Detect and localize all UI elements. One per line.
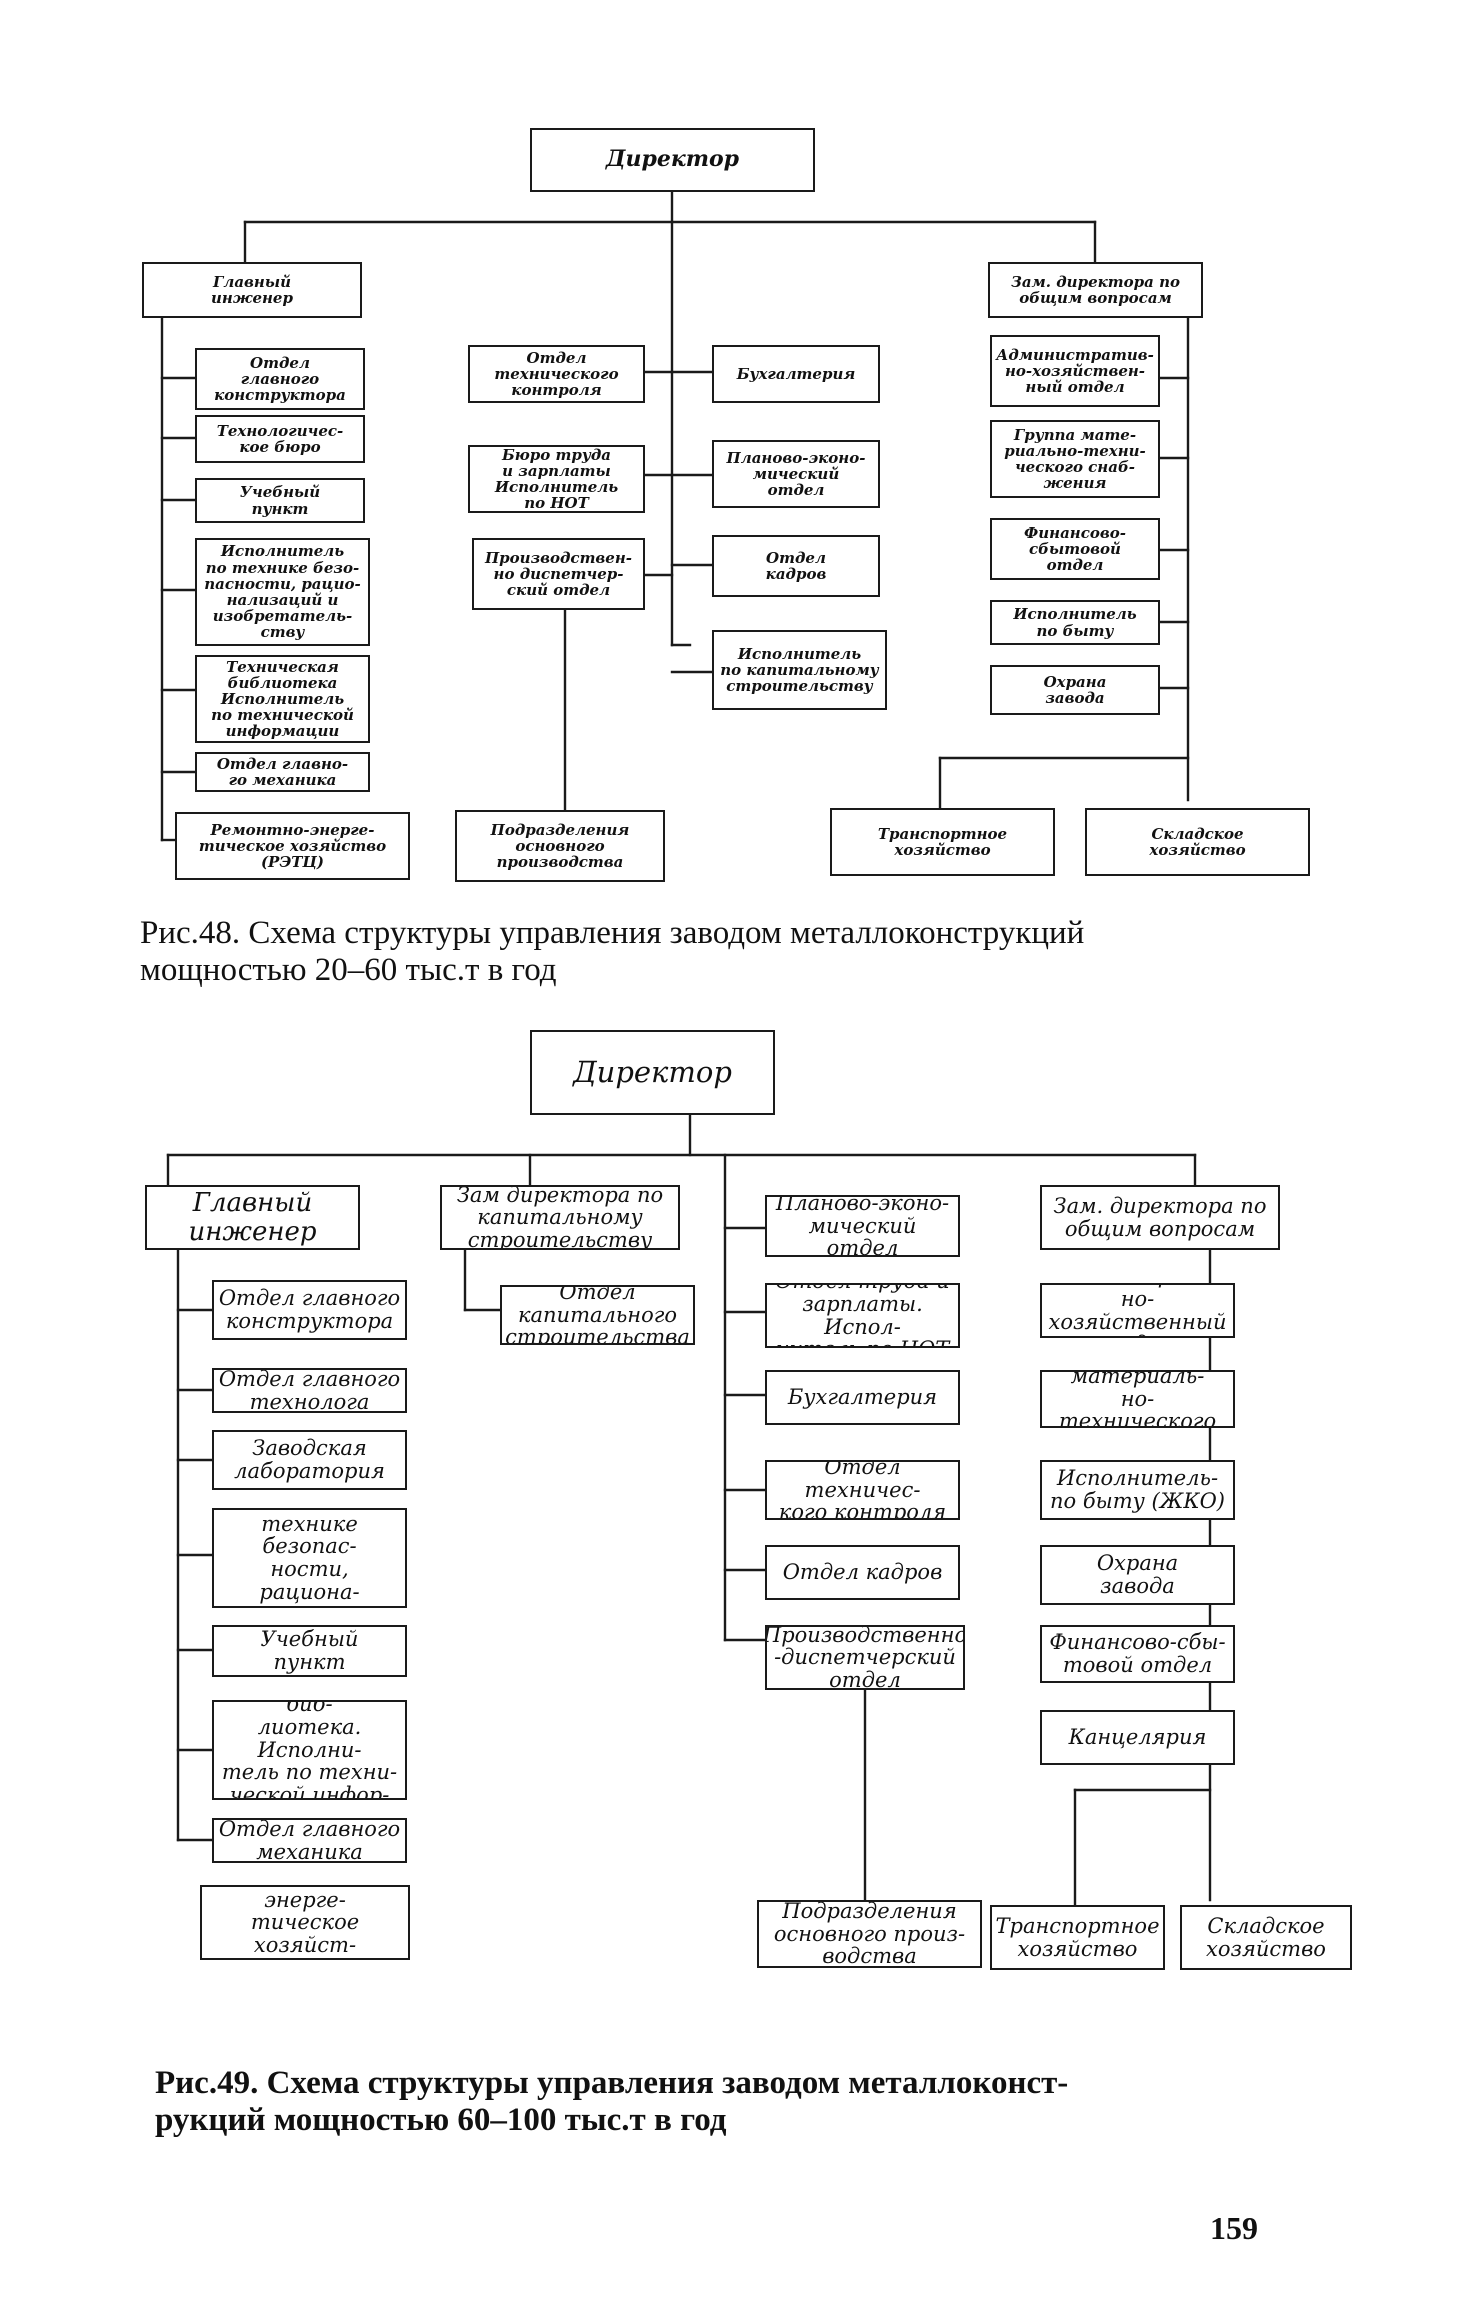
fig48-chief-unit-3: Учебный пункт [195,478,365,523]
fig49-deputy-unit-4: Охрана завода [1040,1545,1235,1605]
fig49-chief-unit-4: Исполнитель по технике безопас- ности, р… [212,1508,407,1608]
fig48-center-right-4: Исполнитель по капитальному строительств… [712,630,887,710]
fig49-chief-unit-8: Ремонтно-энерге- тическое хозяйст- во [200,1885,410,1960]
fig48-center-right-2: Планово-эконо- мический отдел [712,440,880,508]
fig49-center-unit-3: Бухгалтерия [765,1370,960,1425]
fig49-deputy-unit-5: Финансово-сбы- товой отдел [1040,1625,1235,1683]
fig49-deputy-unit-6: Канцелярия [1040,1710,1235,1765]
fig49-transport-box: Транспортное хозяйство [990,1905,1165,1970]
fig49-chief-engineer-box: Главный инженер [145,1185,360,1250]
fig49-chief-unit-2: Отдел главного технолога [212,1368,407,1413]
fig49-deputy-unit-2: Группа материаль- но-технического снабже… [1040,1370,1235,1428]
fig48-center-left-3: Производствен- но диспетчер- ский отдел [472,538,645,610]
fig49-production-units-box: Подразделения основного произ- водства [757,1900,982,1968]
fig49-center-unit-2: Отдел труда и зарплаты. Испол- нитель по… [765,1283,960,1348]
fig48-center-right-3: Отдел кадров [712,535,880,597]
fig48-connectors [160,190,1190,842]
fig48-deputy-unit-3: Финансово- сбытовой отдел [990,518,1160,580]
fig49-center-unit-5: Отдел кадров [765,1545,960,1600]
fig48-center-left-1: Отдел технического контроля [468,345,645,403]
fig48-transport-box: Транспортное хозяйство [830,808,1055,876]
fig48-chief-unit-6: Отдел главно- го механика [195,752,370,792]
fig48-warehouse-box: Складское хозяйство [1085,808,1310,876]
fig49-deputy-box: Зам. директора по общим вопросам [1040,1185,1280,1250]
fig48-deputy-unit-1: Административ- но-хозяйствен- ный отдел [990,335,1160,407]
fig48-center-right-1: Бухгалтерия [712,345,880,403]
fig48-chief-engineer-box: Главный инженер [142,262,362,318]
fig49-center-unit-4: Отдел техничес- кого контроля [765,1460,960,1520]
fig49-capital-deputy-box: Зам директора по капитальному строительс… [440,1185,680,1250]
fig48-deputy-unit-5: Охрана завода [990,665,1160,715]
fig49-director-box: Директор [530,1030,775,1115]
fig49-center-unit-6: Производственно -диспетчерский отдел [765,1625,965,1690]
fig49-deputy-unit-1: Административ- но-хозяйственный отдел [1040,1283,1235,1338]
fig48-deputy-box: Зам. директора по общим вопросам [988,262,1203,318]
fig48-caption: Рис.48. Схема структуры управления завод… [140,915,1085,988]
fig49-capital-dept-box: Отдел капитального строительства [500,1285,695,1345]
fig49-chief-unit-5: Учебный пункт [212,1625,407,1677]
fig48-director-box: Директор [530,128,815,192]
fig48-deputy-unit-4: Исполнитель по быту [990,600,1160,645]
fig49-chief-unit-7: Отдел главного механика [212,1818,407,1863]
fig49-chief-unit-3: Заводская лаборатория [212,1430,407,1490]
fig48-center-left-2: Бюро труда и зарплаты Исполнитель по НОТ [468,445,645,513]
fig49-chief-unit-1: Отдел главного конструктора [212,1280,407,1340]
fig49-deputy-unit-3: Исполнитель- по быту (ЖКО) [1040,1460,1235,1520]
fig48-chief-unit-4: Исполнитель по технике безо- пасности, р… [195,538,370,646]
fig48-deputy-unit-2: Группа мате- риально-техни- ческого снаб… [990,420,1160,498]
fig48-chief-unit-5: Техническая библиотека Исполнитель по те… [195,655,370,743]
fig48-chief-unit-1: Отдел главного конструктора [195,348,365,410]
fig49-caption: Рис.49. Схема структуры управления завод… [155,2065,1069,2138]
fig49-warehouse-box: Складское хозяйство [1180,1905,1352,1970]
fig48-chief-unit-7: Ремонтно-энерге- тическое хозяйство (РЭТ… [175,812,410,880]
fig49-chief-unit-6: Техническая биб- лиотека. Исполни- тель … [212,1700,407,1800]
fig49-center-unit-1: Планово-эконо- мический отдел [765,1195,960,1257]
page-number: 159 [1210,2210,1258,2246]
fig48-production-units-box: Подразделения основного производства [455,810,665,882]
fig48-chief-unit-2: Технологичес- кое бюро [195,415,365,463]
